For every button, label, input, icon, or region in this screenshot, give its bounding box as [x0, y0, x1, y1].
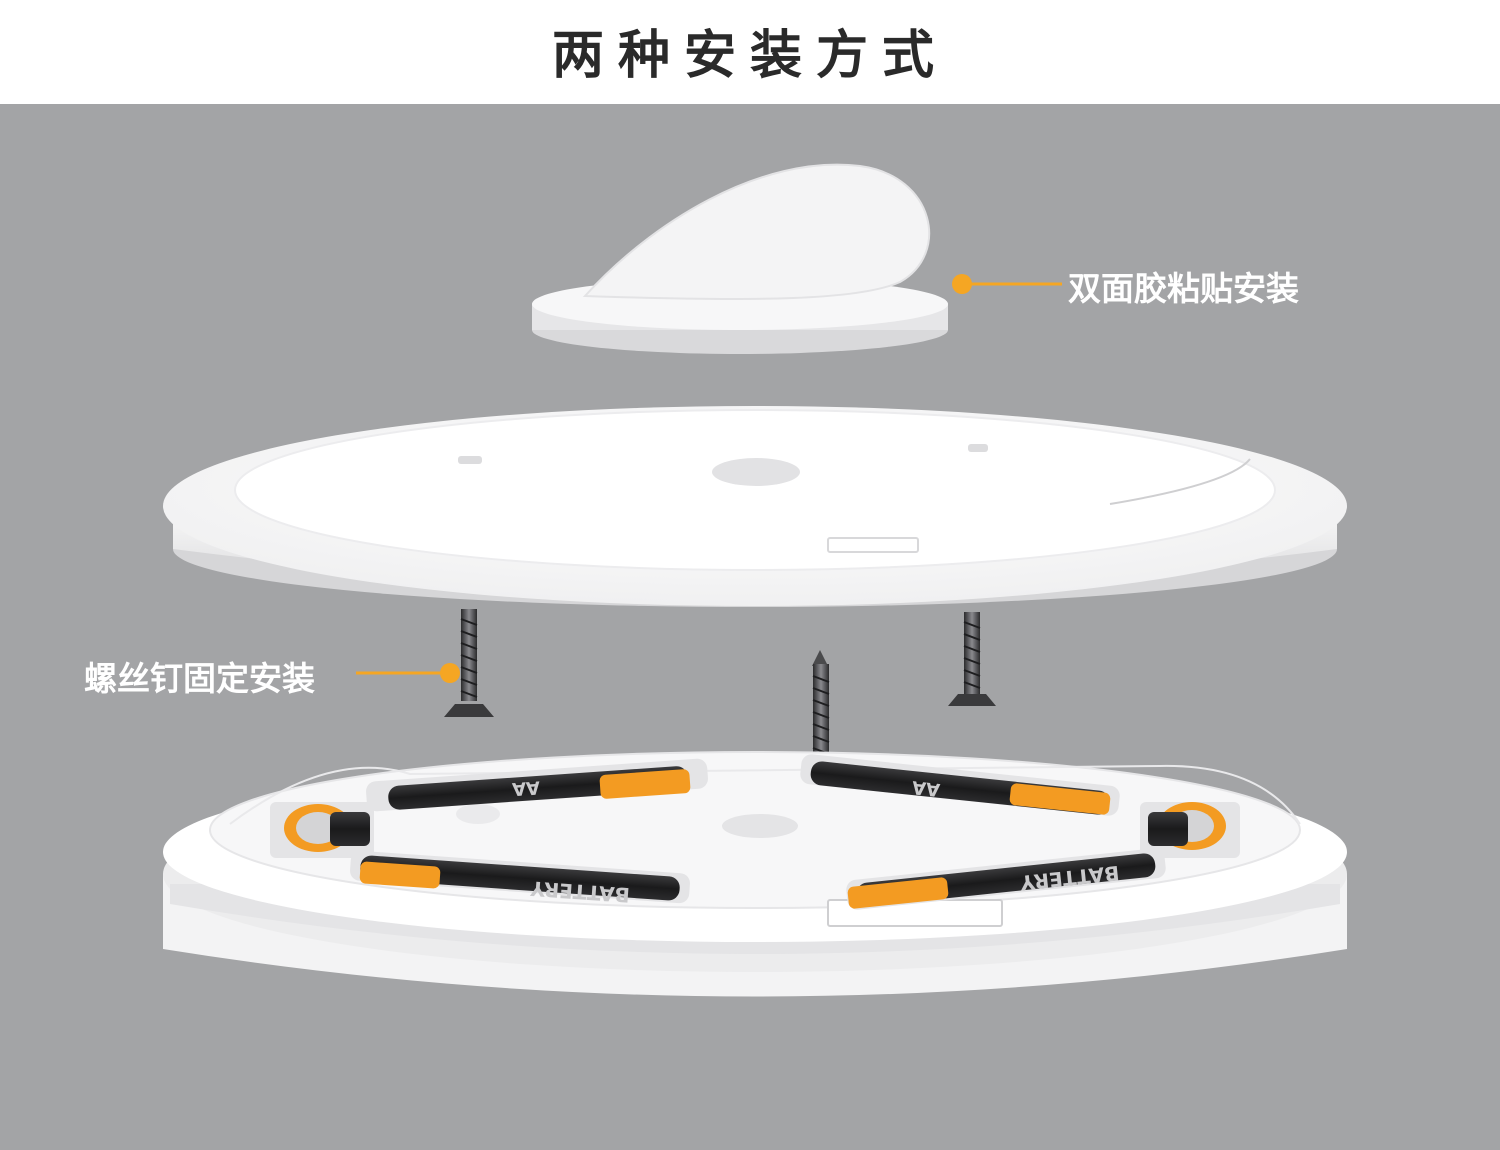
callout-adhesive-label: 双面胶粘贴安装 — [1068, 269, 1299, 308]
device-exploded-view: AA AA — [163, 163, 1347, 997]
battery-label-aa-left: AA — [511, 776, 540, 799]
header: 两种安装方式 — [0, 0, 1500, 104]
battery-bottom-right: BATTERY — [846, 848, 1166, 910]
callout-screw-pointer — [356, 663, 460, 683]
page-title: 两种安装方式 — [551, 25, 948, 86]
callout-adhesive-pointer — [952, 274, 1062, 294]
battery-left-vertical — [270, 802, 374, 858]
callout-dot-adhesive — [952, 274, 972, 294]
battery-right-vertical — [1140, 802, 1240, 858]
screw-right — [948, 612, 996, 706]
battery-top-left: AA — [366, 758, 708, 812]
product-illustration: AA AA — [0, 104, 1500, 1150]
device-body: AA AA — [163, 751, 1347, 997]
mounting-plate — [163, 406, 1347, 607]
adhesive-pad — [532, 163, 948, 354]
callout-dot-screw — [440, 663, 460, 683]
center-hole — [712, 458, 800, 486]
battery-top-right: AA — [800, 754, 1120, 816]
callout-screw-label: 螺丝钉固定安装 — [84, 659, 315, 698]
battery-label-aa-right: AA — [911, 776, 941, 800]
battery-bottom-left: BATTERY — [350, 850, 690, 907]
screw-left — [444, 609, 494, 717]
peel-flap — [582, 163, 931, 301]
